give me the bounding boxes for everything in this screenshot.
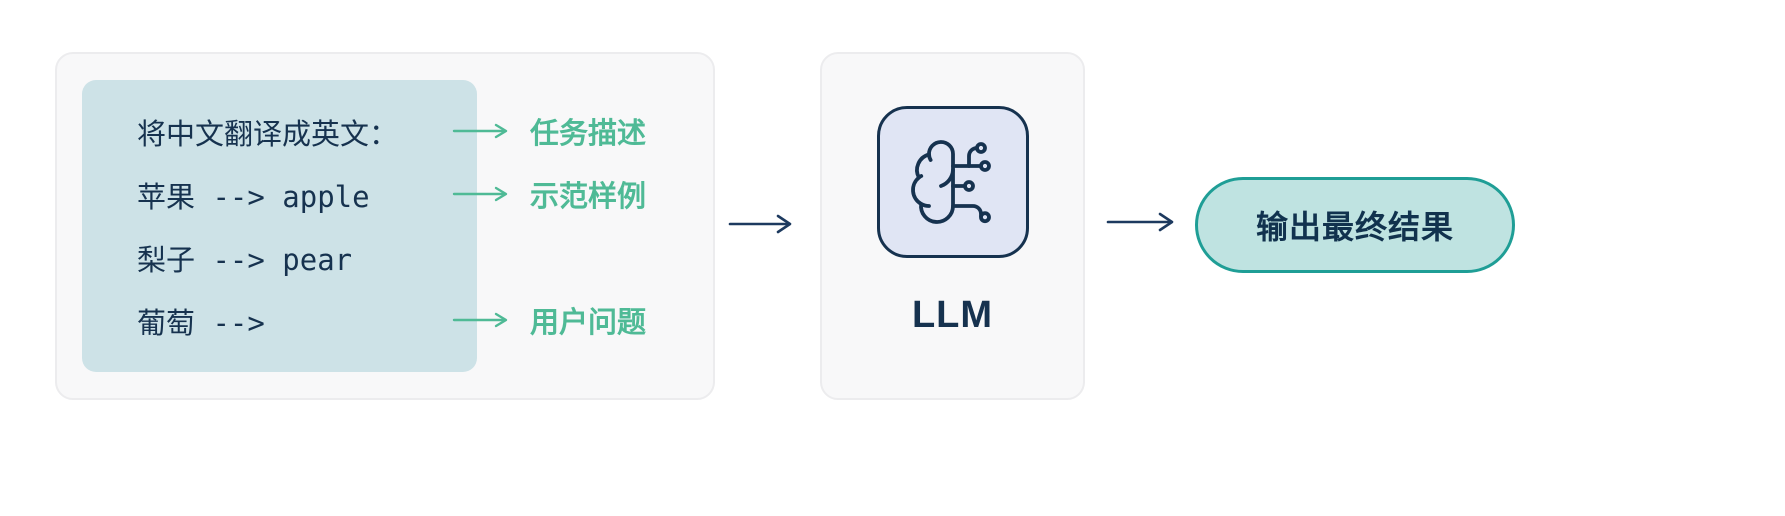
llm-panel: LLM [820, 52, 1085, 400]
annotation-arrow-icon [452, 186, 508, 202]
prompt-line-task: 将中文翻译成英文： [137, 116, 399, 151]
annotation-label: 用户问题 [530, 307, 647, 339]
annotation-arrow-icon [452, 312, 508, 328]
annotation-label: 示范样例 [530, 181, 647, 213]
prompt-line-example-1: 苹果 --> apple [137, 179, 370, 214]
annotation-task: 任务描述 [452, 114, 646, 150]
arrow-llm-to-output-icon [1106, 212, 1174, 232]
prompt-panel: 将中文翻译成英文： 苹果 --> apple 梨子 --> pear 葡萄 --… [55, 52, 715, 400]
brain-circuit-icon [910, 140, 991, 224]
arrow-prompt-to-llm-icon [728, 214, 792, 234]
annotation-label: 任务描述 [530, 118, 647, 150]
llm-label: LLM [911, 294, 994, 336]
prompt-line-question: 葡萄 --> [137, 305, 265, 340]
prompt-line-example-2: 梨子 --> pear [137, 242, 353, 277]
output-pill: 输出最终结果 [1195, 177, 1515, 273]
annotation-examples: 示范样例 [452, 177, 646, 213]
output-label: 输出最终结果 [1255, 209, 1454, 245]
prompt-box: 将中文翻译成英文： 苹果 --> apple 梨子 --> pear 葡萄 --… [82, 80, 477, 372]
annotation-arrow-icon [452, 123, 508, 139]
llm-icon-card [876, 106, 1029, 258]
annotation-question: 用户问题 [452, 303, 646, 339]
